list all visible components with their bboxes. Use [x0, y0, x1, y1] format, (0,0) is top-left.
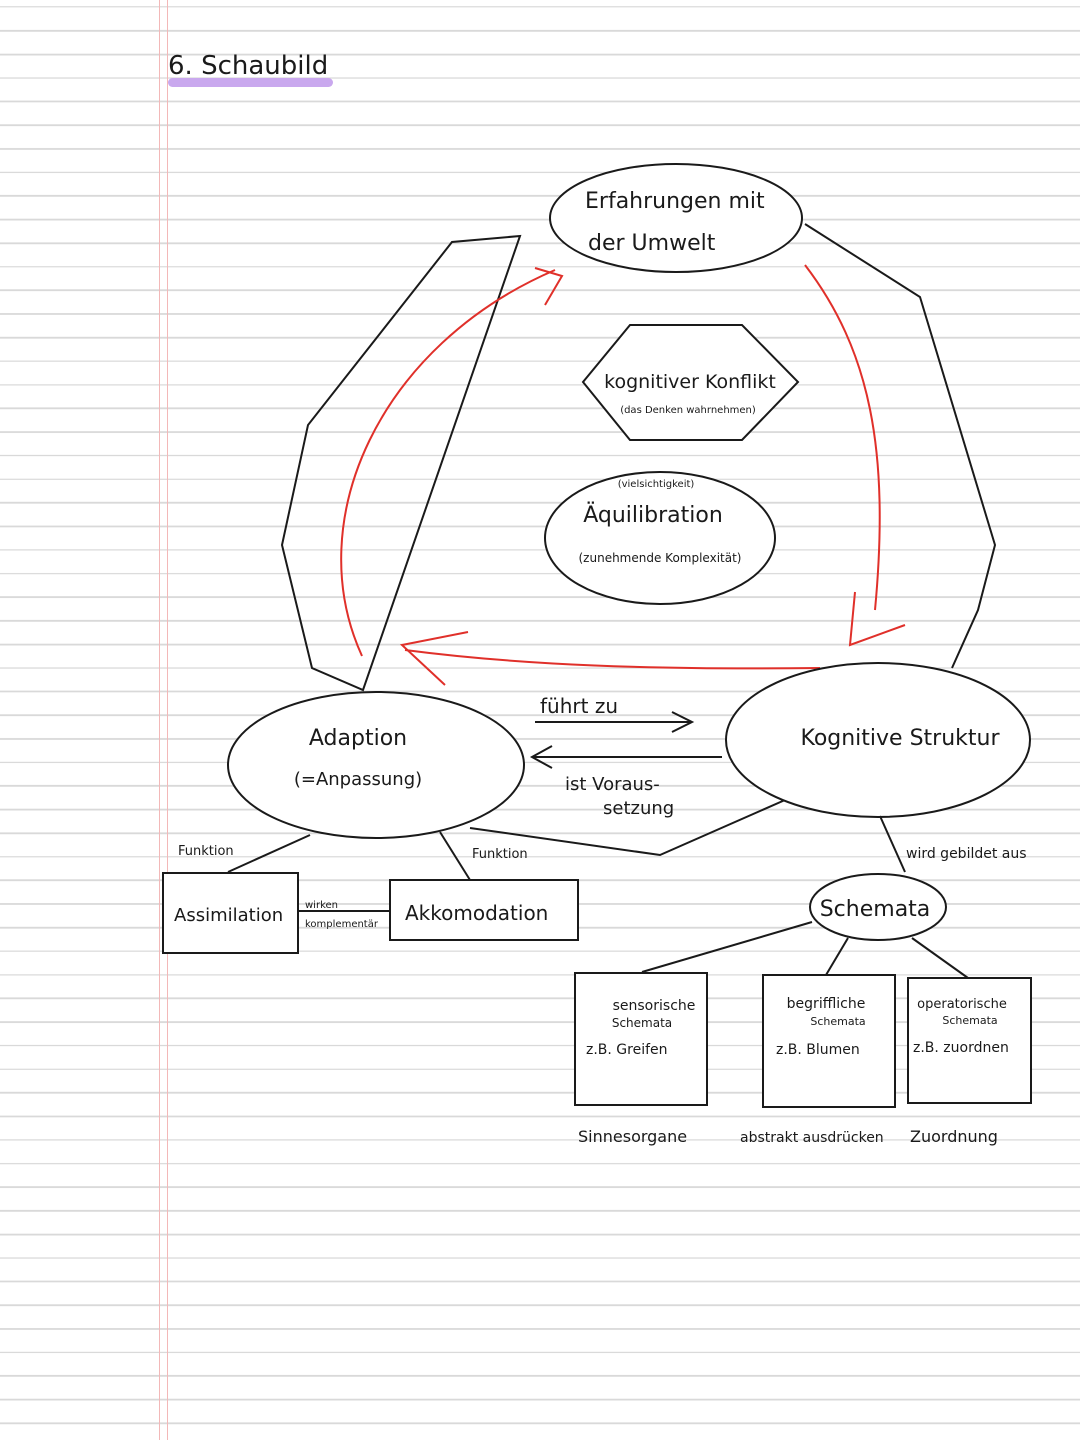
prerequisite-arrowhead: [529, 745, 553, 769]
prerequisite-label-2: setzung: [603, 798, 674, 819]
conceptual-label-2: Schemata: [810, 1015, 865, 1028]
equilibration-node: [544, 471, 776, 605]
cycle-arrowhead-bottom: [399, 631, 469, 686]
function-line-right: [439, 831, 471, 881]
schemata-label: Schemata: [820, 897, 931, 922]
adaptation-label-1: Adaption: [309, 726, 407, 751]
cycle-arrowhead-left: [534, 267, 564, 306]
conceptual-schemata-node: [762, 974, 896, 1108]
equilibration-toplabel: (vielsichtigkeit): [618, 479, 695, 490]
complement-label-2: komplementär: [305, 919, 379, 930]
margin-line-left: [159, 0, 160, 1440]
leads-to-arrowhead: [671, 711, 695, 733]
outer-frame-left: [280, 234, 522, 692]
sensoric-label-1: sensorische: [613, 998, 696, 1014]
outer-frame-bottom: [469, 799, 786, 857]
accommodation-label: Akkomodation: [405, 901, 548, 925]
sensoric-example: z.B. Greifen: [586, 1042, 668, 1058]
operational-schemata-node: [907, 977, 1032, 1104]
adaptation-node: [227, 691, 525, 839]
assimilation-node: [162, 872, 299, 954]
function-label-right: Funktion: [472, 847, 528, 862]
function-line-left: [227, 834, 311, 873]
structure-label: Kognitive Struktur: [800, 726, 1000, 751]
conflict-label: kognitiver Konflikt: [604, 371, 776, 393]
conflict-sublabel: (das Denken wahrnehmen): [620, 405, 756, 416]
schemata-line-conceptual: [825, 937, 849, 976]
formed-from-label: wird gebildet aus: [906, 846, 1027, 862]
formed-from-line: [879, 815, 906, 873]
operational-example: z.B. zuordnen: [913, 1040, 1009, 1056]
cycle-arrow-bottom: [404, 649, 821, 670]
schemata-node: [809, 873, 947, 941]
sensoric-schemata-node: [574, 972, 708, 1106]
conflict-node: [581, 324, 800, 441]
schemata-line-sensoric: [641, 921, 813, 973]
schemata-line-operational: [911, 937, 969, 979]
cycle-arrow-right: [804, 264, 881, 611]
equilibration-label: Äquilibration: [583, 502, 723, 528]
margin-line-right: [167, 0, 168, 1440]
prerequisite-label-1: ist Voraus-: [565, 774, 660, 795]
structure-node: [725, 662, 1031, 818]
conceptual-below-label: abstrakt ausdrücken: [740, 1130, 884, 1146]
equilibration-sublabel: (zunehmende Komplexität): [579, 551, 742, 565]
cycle-arrow-left: [340, 269, 556, 657]
leads-to-label: führt zu: [540, 694, 618, 718]
assimilation-label: Assimilation: [174, 905, 283, 926]
sensoric-below-label: Sinnesorgane: [578, 1127, 687, 1146]
outer-frame-right: [804, 223, 997, 669]
operational-label-2: Schemata: [942, 1014, 997, 1027]
experience-label-2: der Umwelt: [588, 231, 716, 256]
operational-label-1: operatorische: [917, 997, 1007, 1012]
cycle-arrowhead-right: [848, 591, 906, 647]
operational-below-label: Zuordnung: [910, 1127, 998, 1146]
experience-node: [549, 163, 803, 273]
conceptual-example: z.B. Blumen: [776, 1042, 860, 1058]
conceptual-label-1: begriffliche: [787, 996, 866, 1012]
function-label-left: Funktion: [178, 844, 234, 859]
sensoric-label-2: Schemata: [612, 1016, 672, 1030]
title-highlight: [168, 78, 333, 87]
complement-label-1: wirken: [305, 900, 338, 911]
adaptation-label-2: (=Anpassung): [294, 769, 422, 790]
page-title: 6. Schaubild: [168, 51, 328, 81]
experience-label-1: Erfahrungen mit: [585, 189, 765, 214]
